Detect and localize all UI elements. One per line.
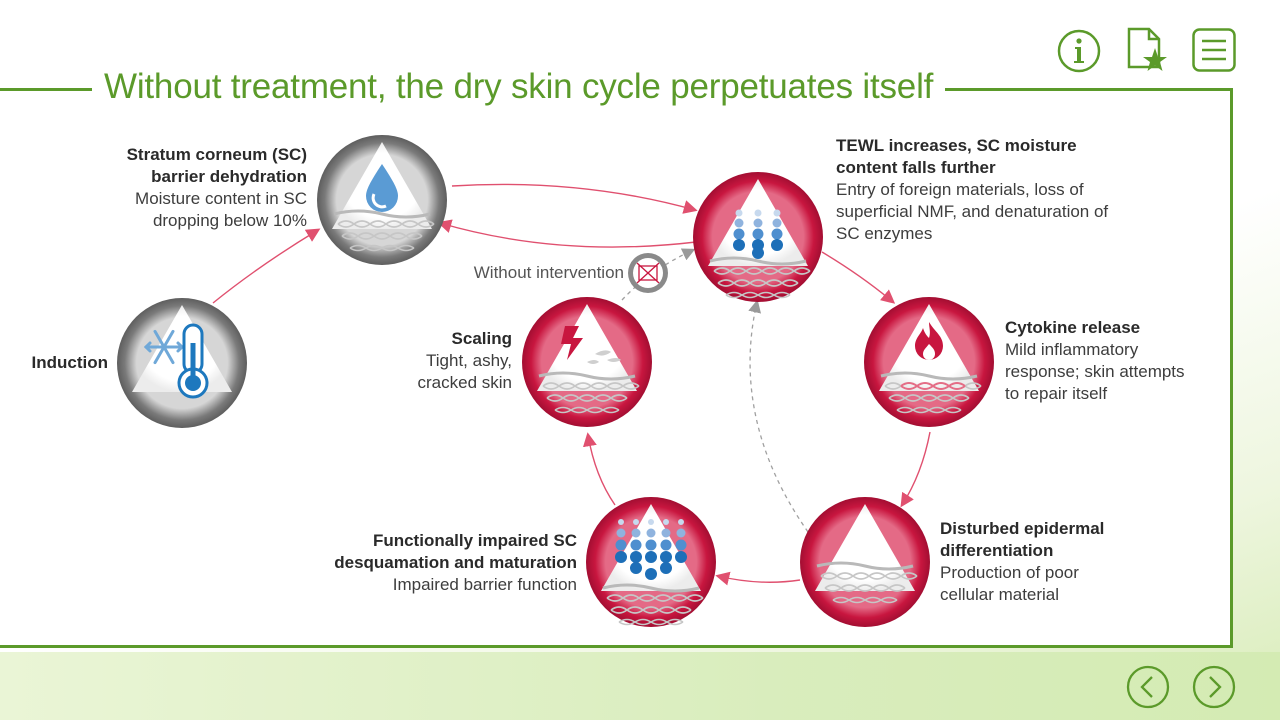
induction-label: Induction (18, 352, 108, 374)
without-intervention-label: Without intervention (473, 263, 624, 282)
lightning-icon (561, 326, 583, 360)
scaling-label: Scaling Tight, ashy, cracked skin (392, 328, 512, 394)
scaling-title: Scaling (451, 329, 512, 348)
crossed-box-icon (628, 253, 668, 293)
disturbed-desc-1: Production of poor (940, 563, 1079, 582)
moisture-dots-icon (615, 519, 687, 580)
arrow-disturbed-to-tewl-dashed (748, 299, 809, 533)
water-drop-icon (366, 164, 398, 212)
induction-title: Induction (31, 353, 108, 372)
bottom-band (0, 652, 1280, 720)
disturbed-title-1: Disturbed epidermal (940, 519, 1105, 538)
dehydration-title-1: Stratum corneum (SC) (126, 145, 307, 164)
disturbed-desc-2: cellular material (940, 585, 1060, 604)
arrow-disturbed-to-impaired (715, 571, 801, 586)
tewl-desc-2: superficial NMF, and denaturation of (836, 202, 1109, 221)
cytokine-desc-3: to repair itself (1005, 384, 1108, 403)
arrow-dehydration-to-tewl (451, 183, 698, 214)
dehydration-desc-2: dropping below 10% (152, 211, 307, 230)
arrow-induction-to-dehydration (212, 228, 321, 304)
moisture-dots-icon (733, 209, 783, 259)
scaling-desc-2: cracked skin (417, 373, 512, 392)
info-icon[interactable] (1056, 28, 1102, 74)
next-button[interactable] (1191, 664, 1237, 710)
impaired-label: Functionally impaired SC desquamation an… (290, 530, 577, 596)
tewl-title-2: content falls further (836, 158, 996, 177)
cytokine-label: Cytokine release Mild inflammatory respo… (1005, 317, 1220, 405)
menu-icon[interactable] (1191, 27, 1237, 73)
cytokine-title: Cytokine release (1005, 318, 1141, 337)
disturbed-node (800, 497, 930, 627)
arrow-tewl-to-dehydration (437, 219, 697, 248)
arrow-tewl-to-cytokine (821, 251, 896, 304)
cytokine-desc-1: Mild inflammatory (1005, 340, 1139, 359)
impaired-title-1: Functionally impaired SC (372, 531, 577, 550)
tewl-label: TEWL increases, SC moisture content fall… (836, 135, 1166, 245)
tewl-desc-3: SC enzymes (836, 224, 933, 243)
tewl-desc-1: Entry of foreign materials, loss of (836, 180, 1084, 199)
arrow-impaired-to-scaling (582, 432, 616, 506)
dehydration-node (317, 135, 447, 265)
scaling-desc-1: Tight, ashy, (426, 351, 512, 370)
chevron-right-icon (1209, 676, 1222, 698)
dehydration-label: Stratum corneum (SC) barrier dehydration… (60, 144, 307, 232)
chevron-left-icon (1140, 676, 1153, 698)
snowflake-thermometer-icon (143, 323, 209, 399)
disturbed-title-2: differentiation (940, 541, 1054, 560)
induction-node (117, 298, 247, 428)
dehydration-title-2: barrier dehydration (151, 167, 307, 186)
scaling-node (522, 297, 652, 427)
arrow-cytokine-to-disturbed (900, 431, 931, 508)
impaired-node (586, 497, 716, 627)
document-star-icon[interactable] (1124, 26, 1170, 74)
previous-button[interactable] (1125, 664, 1171, 710)
impaired-desc-1: Impaired barrier function (392, 575, 577, 594)
impaired-title-2: desquamation and maturation (334, 553, 577, 572)
cytokine-node (864, 297, 994, 427)
dehydration-desc-1: Moisture content in SC (135, 189, 307, 208)
tewl-node (693, 172, 823, 302)
disturbed-label: Disturbed epidermal differentiation Prod… (940, 518, 1160, 606)
tewl-title-1: TEWL increases, SC moisture (836, 136, 1077, 155)
flame-icon (915, 322, 943, 360)
cytokine-desc-2: response; skin attempts (1005, 362, 1185, 381)
page-title: Without treatment, the dry skin cycle pe… (92, 64, 946, 110)
